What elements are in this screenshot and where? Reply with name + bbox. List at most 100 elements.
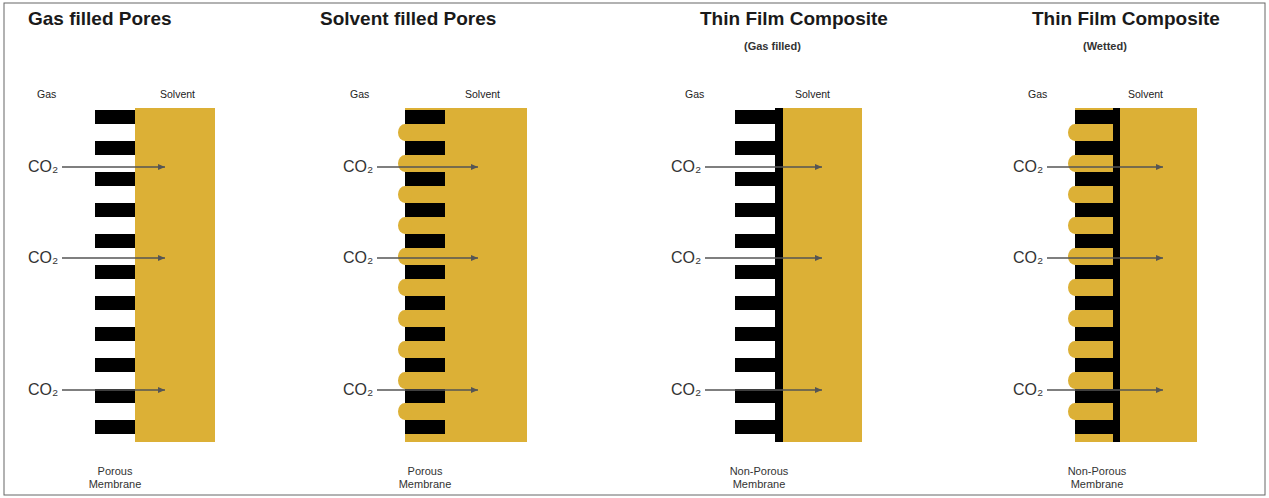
side-label: Solvent xyxy=(160,88,195,100)
membrane-wall xyxy=(95,358,135,372)
membrane-wall xyxy=(95,172,135,186)
dense-layer xyxy=(775,108,783,442)
gas-label: CO₂ xyxy=(671,381,701,399)
membrane-wall xyxy=(95,327,135,341)
membrane-wall xyxy=(1075,296,1113,310)
membrane-panel xyxy=(1047,108,1197,442)
gas-label: CO₂ xyxy=(1013,381,1043,399)
membrane-wall xyxy=(1075,203,1113,217)
side-label: Gas xyxy=(1028,88,1047,100)
co2-flux-arrow xyxy=(377,257,478,258)
solvent-region xyxy=(1120,108,1197,442)
membrane-wall xyxy=(1075,234,1113,248)
membrane-wall xyxy=(95,234,135,248)
co2-flux-arrow xyxy=(1047,257,1163,258)
membrane-wall xyxy=(1075,141,1113,155)
membrane-wall xyxy=(405,327,445,341)
gas-label: CO₂ xyxy=(343,158,373,176)
membrane-wall xyxy=(405,389,445,403)
membrane-wall xyxy=(735,327,775,341)
membrane-wall xyxy=(735,234,775,248)
side-label: Solvent xyxy=(1128,88,1163,100)
membrane-label: Porous Membrane xyxy=(80,465,150,490)
meniscus xyxy=(398,217,412,234)
membrane-panel xyxy=(377,108,527,442)
membrane-label: Porous Membrane xyxy=(390,465,460,490)
membrane-wall xyxy=(735,110,775,124)
solvent-region xyxy=(783,108,862,442)
co2-flux-arrow xyxy=(62,389,165,390)
gas-label: CO₂ xyxy=(1013,158,1043,176)
membrane-wall xyxy=(405,172,445,186)
membrane-wall xyxy=(1075,172,1113,186)
meniscus xyxy=(398,279,412,296)
membrane-wall xyxy=(735,203,775,217)
gas-label: CO₂ xyxy=(28,249,58,267)
membrane-wall xyxy=(95,141,135,155)
membrane-wall xyxy=(735,141,775,155)
meniscus xyxy=(398,155,412,172)
gas-label: CO₂ xyxy=(671,249,701,267)
membrane-wall xyxy=(405,234,445,248)
meniscus xyxy=(1068,279,1082,296)
gas-label: CO₂ xyxy=(343,381,373,399)
membrane-wall xyxy=(95,296,135,310)
meniscus xyxy=(1068,403,1082,420)
meniscus xyxy=(1068,372,1082,389)
gas-label: CO₂ xyxy=(343,249,373,267)
membrane-wall xyxy=(405,358,445,372)
membrane-wall xyxy=(405,141,445,155)
dense-layer xyxy=(1113,108,1120,442)
membrane-wall xyxy=(405,265,445,279)
side-label: Gas xyxy=(685,88,704,100)
side-label: Gas xyxy=(350,88,369,100)
meniscus xyxy=(398,248,412,265)
co2-flux-arrow xyxy=(62,166,165,167)
meniscus xyxy=(398,341,412,358)
membrane-wall xyxy=(1075,420,1113,434)
panel-title: Thin Film Composite xyxy=(700,8,888,30)
gas-label: CO₂ xyxy=(671,158,701,176)
membrane-wall xyxy=(95,110,135,124)
side-label: Solvent xyxy=(795,88,830,100)
membrane-wall xyxy=(405,420,445,434)
meniscus xyxy=(1068,155,1082,172)
membrane-wall xyxy=(735,389,775,403)
membrane-wall xyxy=(1075,389,1113,403)
panel-title: Gas filled Pores xyxy=(28,8,172,30)
gas-label: CO₂ xyxy=(28,381,58,399)
membrane-wall xyxy=(95,420,135,434)
gas-label: CO₂ xyxy=(28,158,58,176)
membrane-label: Non-Porous Membrane xyxy=(1062,465,1132,490)
co2-flux-arrow xyxy=(705,166,822,167)
membrane-wall xyxy=(735,358,775,372)
meniscus xyxy=(1068,341,1082,358)
membrane-label: Non-Porous Membrane xyxy=(724,465,794,490)
outer-frame xyxy=(4,3,1265,495)
co2-flux-arrow xyxy=(705,389,822,390)
membrane-wall xyxy=(95,203,135,217)
membrane-wall xyxy=(405,296,445,310)
gas-label: CO₂ xyxy=(1013,249,1043,267)
panel-title: Thin Film Composite xyxy=(1032,8,1220,30)
panel-title: Solvent filled Pores xyxy=(320,8,496,30)
membrane-wall xyxy=(95,265,135,279)
side-label: Gas xyxy=(37,88,56,100)
membrane-wall xyxy=(735,265,775,279)
meniscus xyxy=(398,310,412,327)
co2-flux-arrow xyxy=(377,166,478,167)
side-label: Solvent xyxy=(465,88,500,100)
membrane-wall xyxy=(1075,265,1113,279)
membrane-wall xyxy=(735,296,775,310)
membrane-panel xyxy=(705,108,862,442)
meniscus xyxy=(1068,217,1082,234)
pore-solvent xyxy=(405,108,445,442)
membrane-panel xyxy=(62,108,215,442)
panel-subtitle: (Wetted) xyxy=(1083,40,1127,53)
membrane-wall xyxy=(1075,110,1113,124)
membrane-wall xyxy=(95,389,135,403)
co2-flux-arrow xyxy=(377,389,478,390)
panel-subtitle: (Gas filled) xyxy=(744,40,801,53)
meniscus xyxy=(1068,124,1082,141)
